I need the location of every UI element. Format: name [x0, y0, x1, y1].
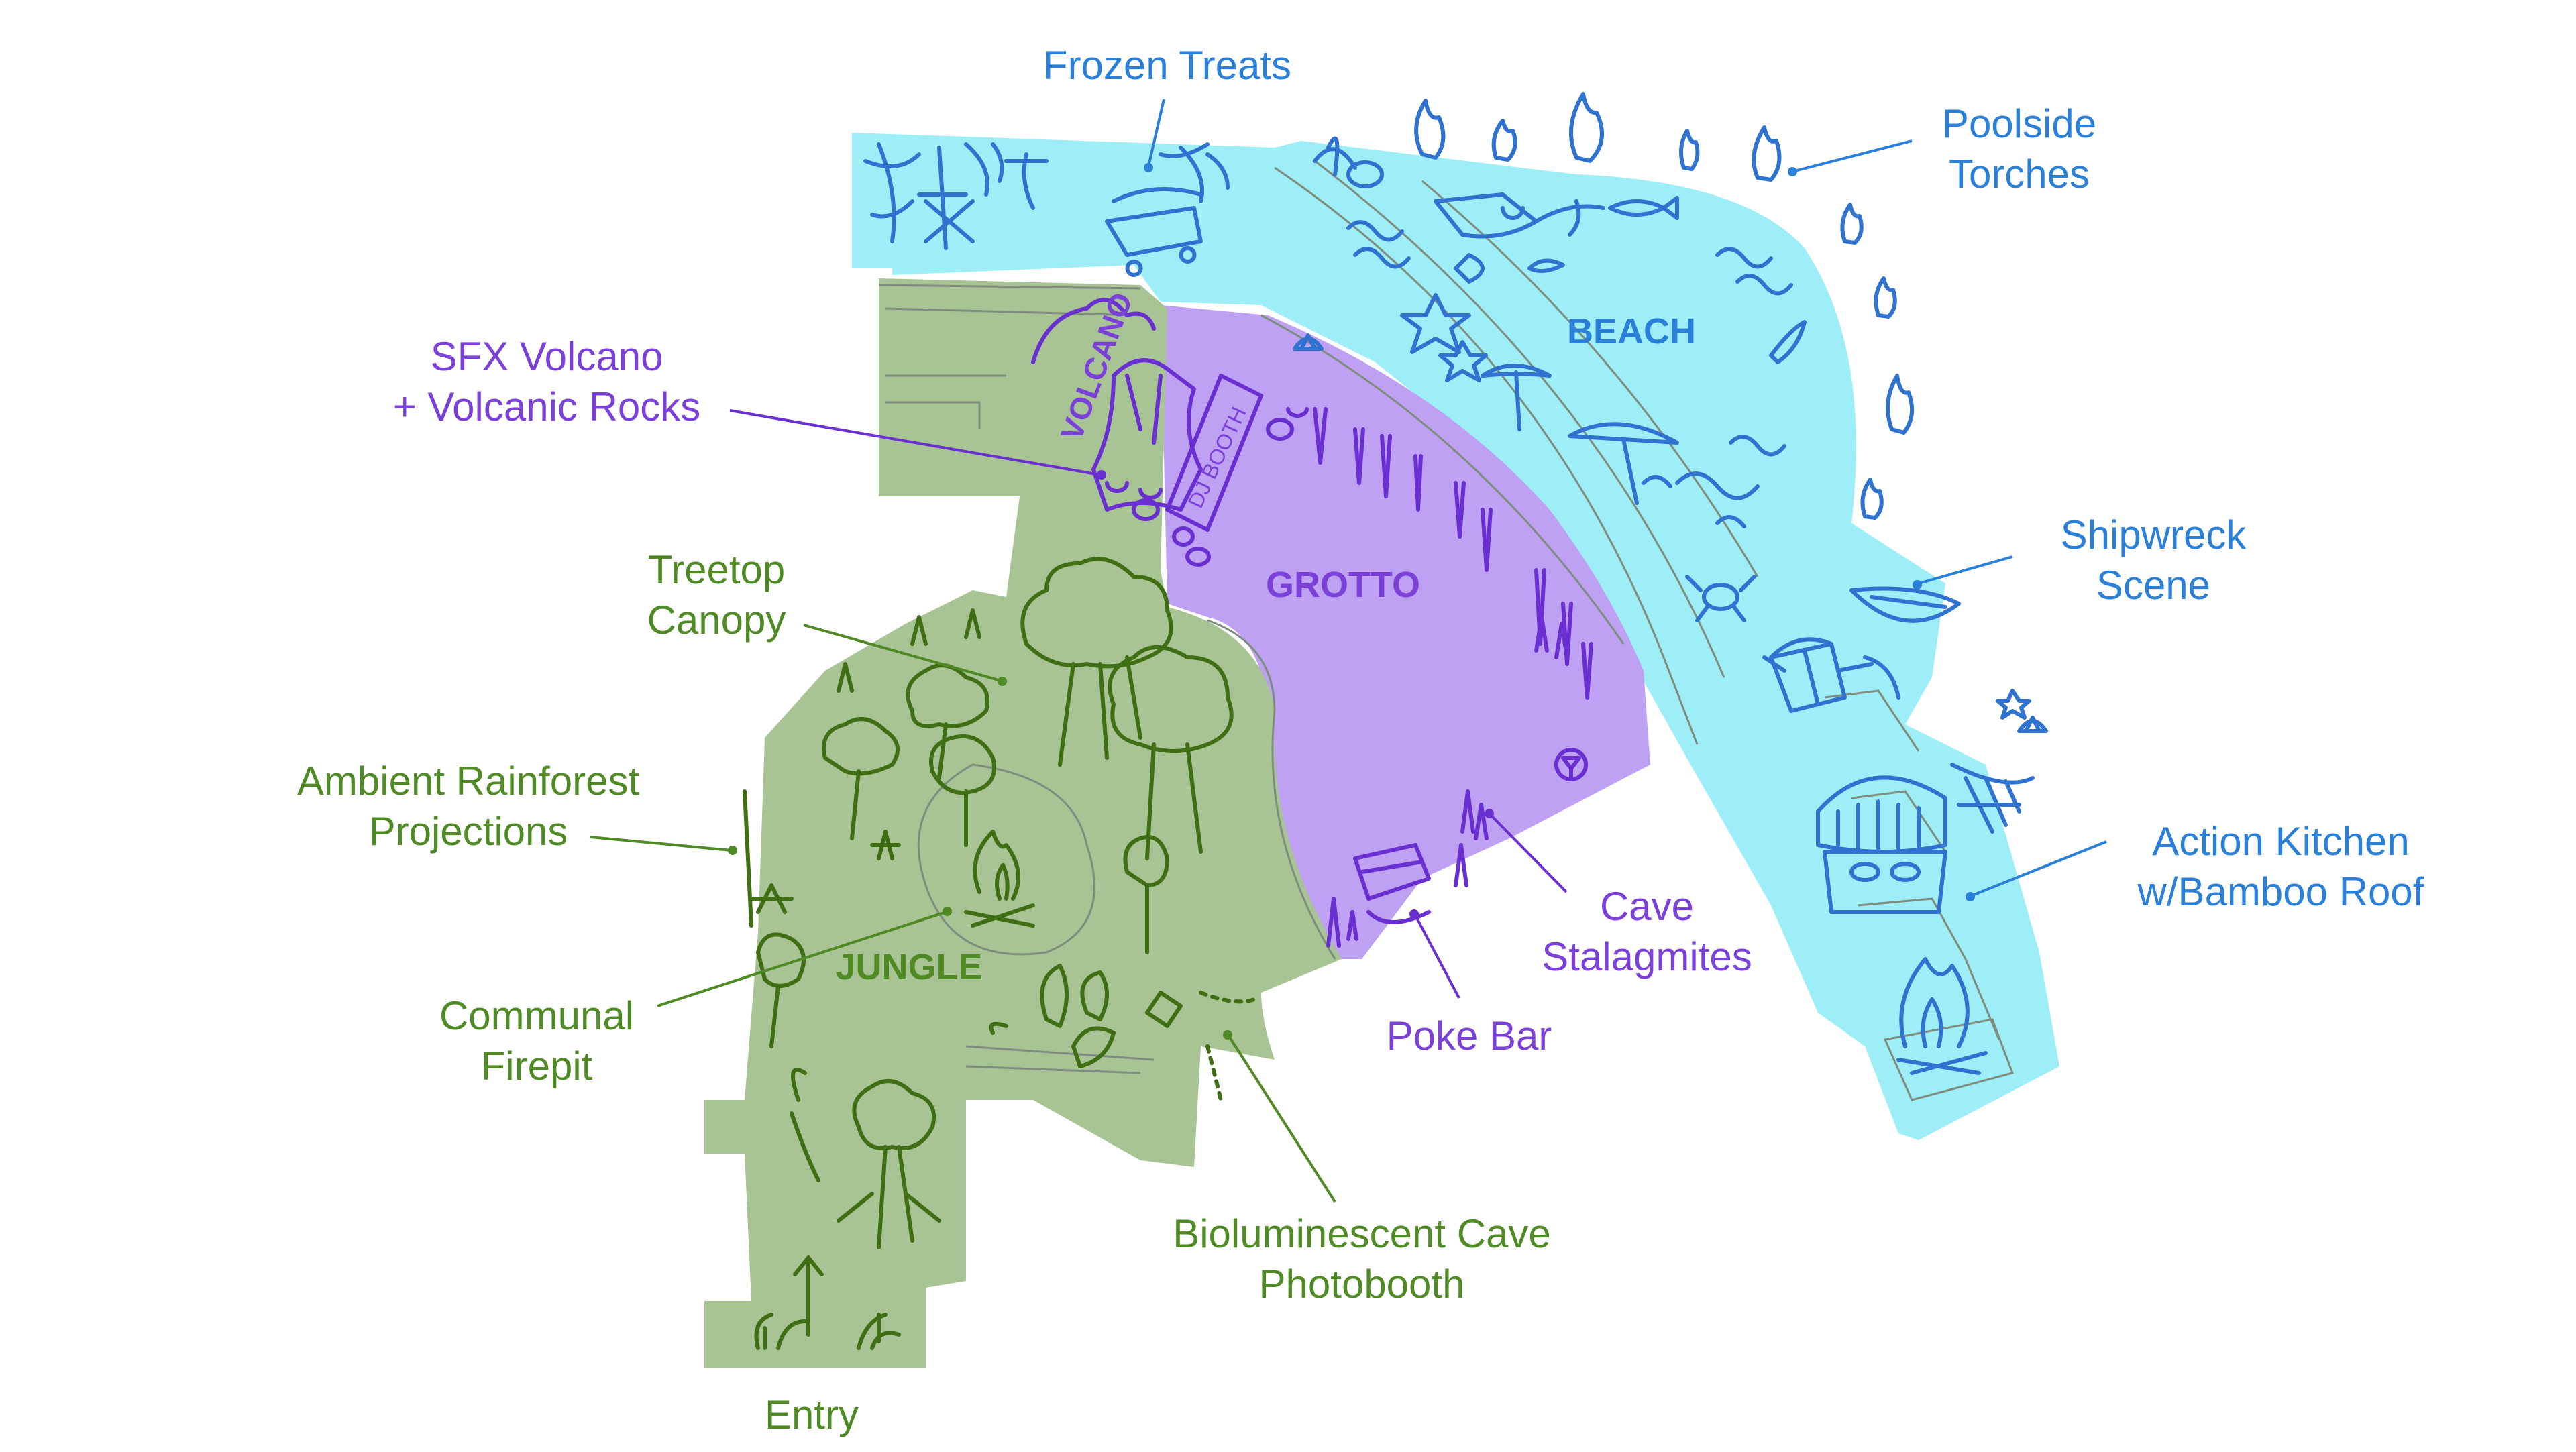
beach-zone-area — [852, 133, 2059, 1140]
label-shipwreck-scene-line2: Scene — [2096, 563, 2210, 608]
cart-icon — [1105, 142, 1230, 277]
label-bioluminescent-line1: Bioluminescent Cave — [1173, 1211, 1551, 1256]
label-bioluminescent-line2: Photobooth — [1259, 1262, 1465, 1306]
label-cave-stalagmites-line2: Stalagmites — [1542, 934, 1752, 979]
jungle-sketches — [743, 557, 1256, 1350]
label-ambient-rainforest-line2: Projections — [369, 809, 568, 854]
boat-icon — [1434, 192, 1605, 239]
zone-label-beach: BEACH — [1567, 311, 1696, 351]
label-poolside-torches-line1: Poolside — [1942, 101, 2096, 146]
poke-bar-icon — [1353, 843, 1431, 924]
beach-floor — [852, 133, 2059, 1140]
label-action-kitchen-line2: w/Bamboo Roof — [2137, 869, 2424, 914]
tree-icon — [756, 557, 1234, 1249]
dj-booth — [1165, 374, 1263, 532]
label-ambient-rainforest-line1: Ambient Rainforest — [297, 759, 640, 803]
label-poke-bar: Poke Bar — [1387, 1013, 1552, 1058]
wave-icon — [1346, 220, 1793, 528]
umbrella-icon — [1481, 364, 1679, 505]
fish-icon — [1454, 196, 1807, 364]
martini-icon — [1554, 748, 1588, 781]
stalagmite-icon — [1313, 407, 1593, 948]
zone-label-grotto: GROTTO — [1266, 565, 1420, 605]
volcanic-rocks — [1132, 407, 1309, 567]
starfish-icon — [1400, 293, 1488, 382]
label-sfx-volcano-line2: + Volcanic Rocks — [393, 384, 701, 429]
label-treetop-canopy-line1: Treetop — [648, 547, 786, 592]
flame-icon — [1414, 92, 1915, 520]
jungle-floor — [704, 278, 1342, 1368]
label-action-kitchen-line1: Action Kitchen — [2152, 819, 2410, 864]
label-sfx-volcano-line1: SFX Volcano — [431, 334, 663, 379]
treasure-chest-icon — [1762, 637, 1900, 713]
fern-icon — [749, 608, 1116, 1350]
crab-icon — [1685, 575, 1756, 622]
label-communal-firepit-line1: Communal — [439, 993, 634, 1038]
label-cave-stalagmites-line1: Cave — [1600, 884, 1694, 929]
label-communal-firepit-line2: Firepit — [481, 1044, 593, 1088]
label-shipwreck-scene-line1: Shipwreck — [2061, 512, 2247, 557]
palm-icon — [863, 142, 1049, 250]
rock-icon — [1313, 136, 1384, 188]
campfire-icon — [964, 830, 1035, 928]
shell-icon — [1293, 333, 2048, 733]
hut-icon — [1816, 775, 1947, 914]
grotto-floor — [1161, 305, 1650, 959]
volcano-icon — [1031, 298, 1203, 512]
projection-screen — [743, 789, 753, 928]
net-icon — [1950, 763, 2035, 834]
beach-sketches — [863, 92, 2048, 1075]
zone-label-jungle: JUNGLE — [835, 947, 982, 987]
leader-lines — [590, 99, 2107, 1203]
photobooth-marker — [1145, 991, 1256, 1102]
grotto-zone-area — [1161, 305, 1650, 959]
jungle-zone-area — [704, 278, 1342, 1368]
arrow-up-icon — [793, 1255, 824, 1337]
label-frozen-treats: Frozen Treats — [1043, 43, 1291, 88]
shipwreck-boat-icon — [1849, 586, 1961, 623]
label-treetop-canopy-line2: Canopy — [647, 598, 786, 643]
label-poolside-torches-line2: Torches — [1949, 152, 2090, 197]
label-entry: Entry — [765, 1392, 859, 1437]
campfire-icon — [1896, 957, 1988, 1075]
